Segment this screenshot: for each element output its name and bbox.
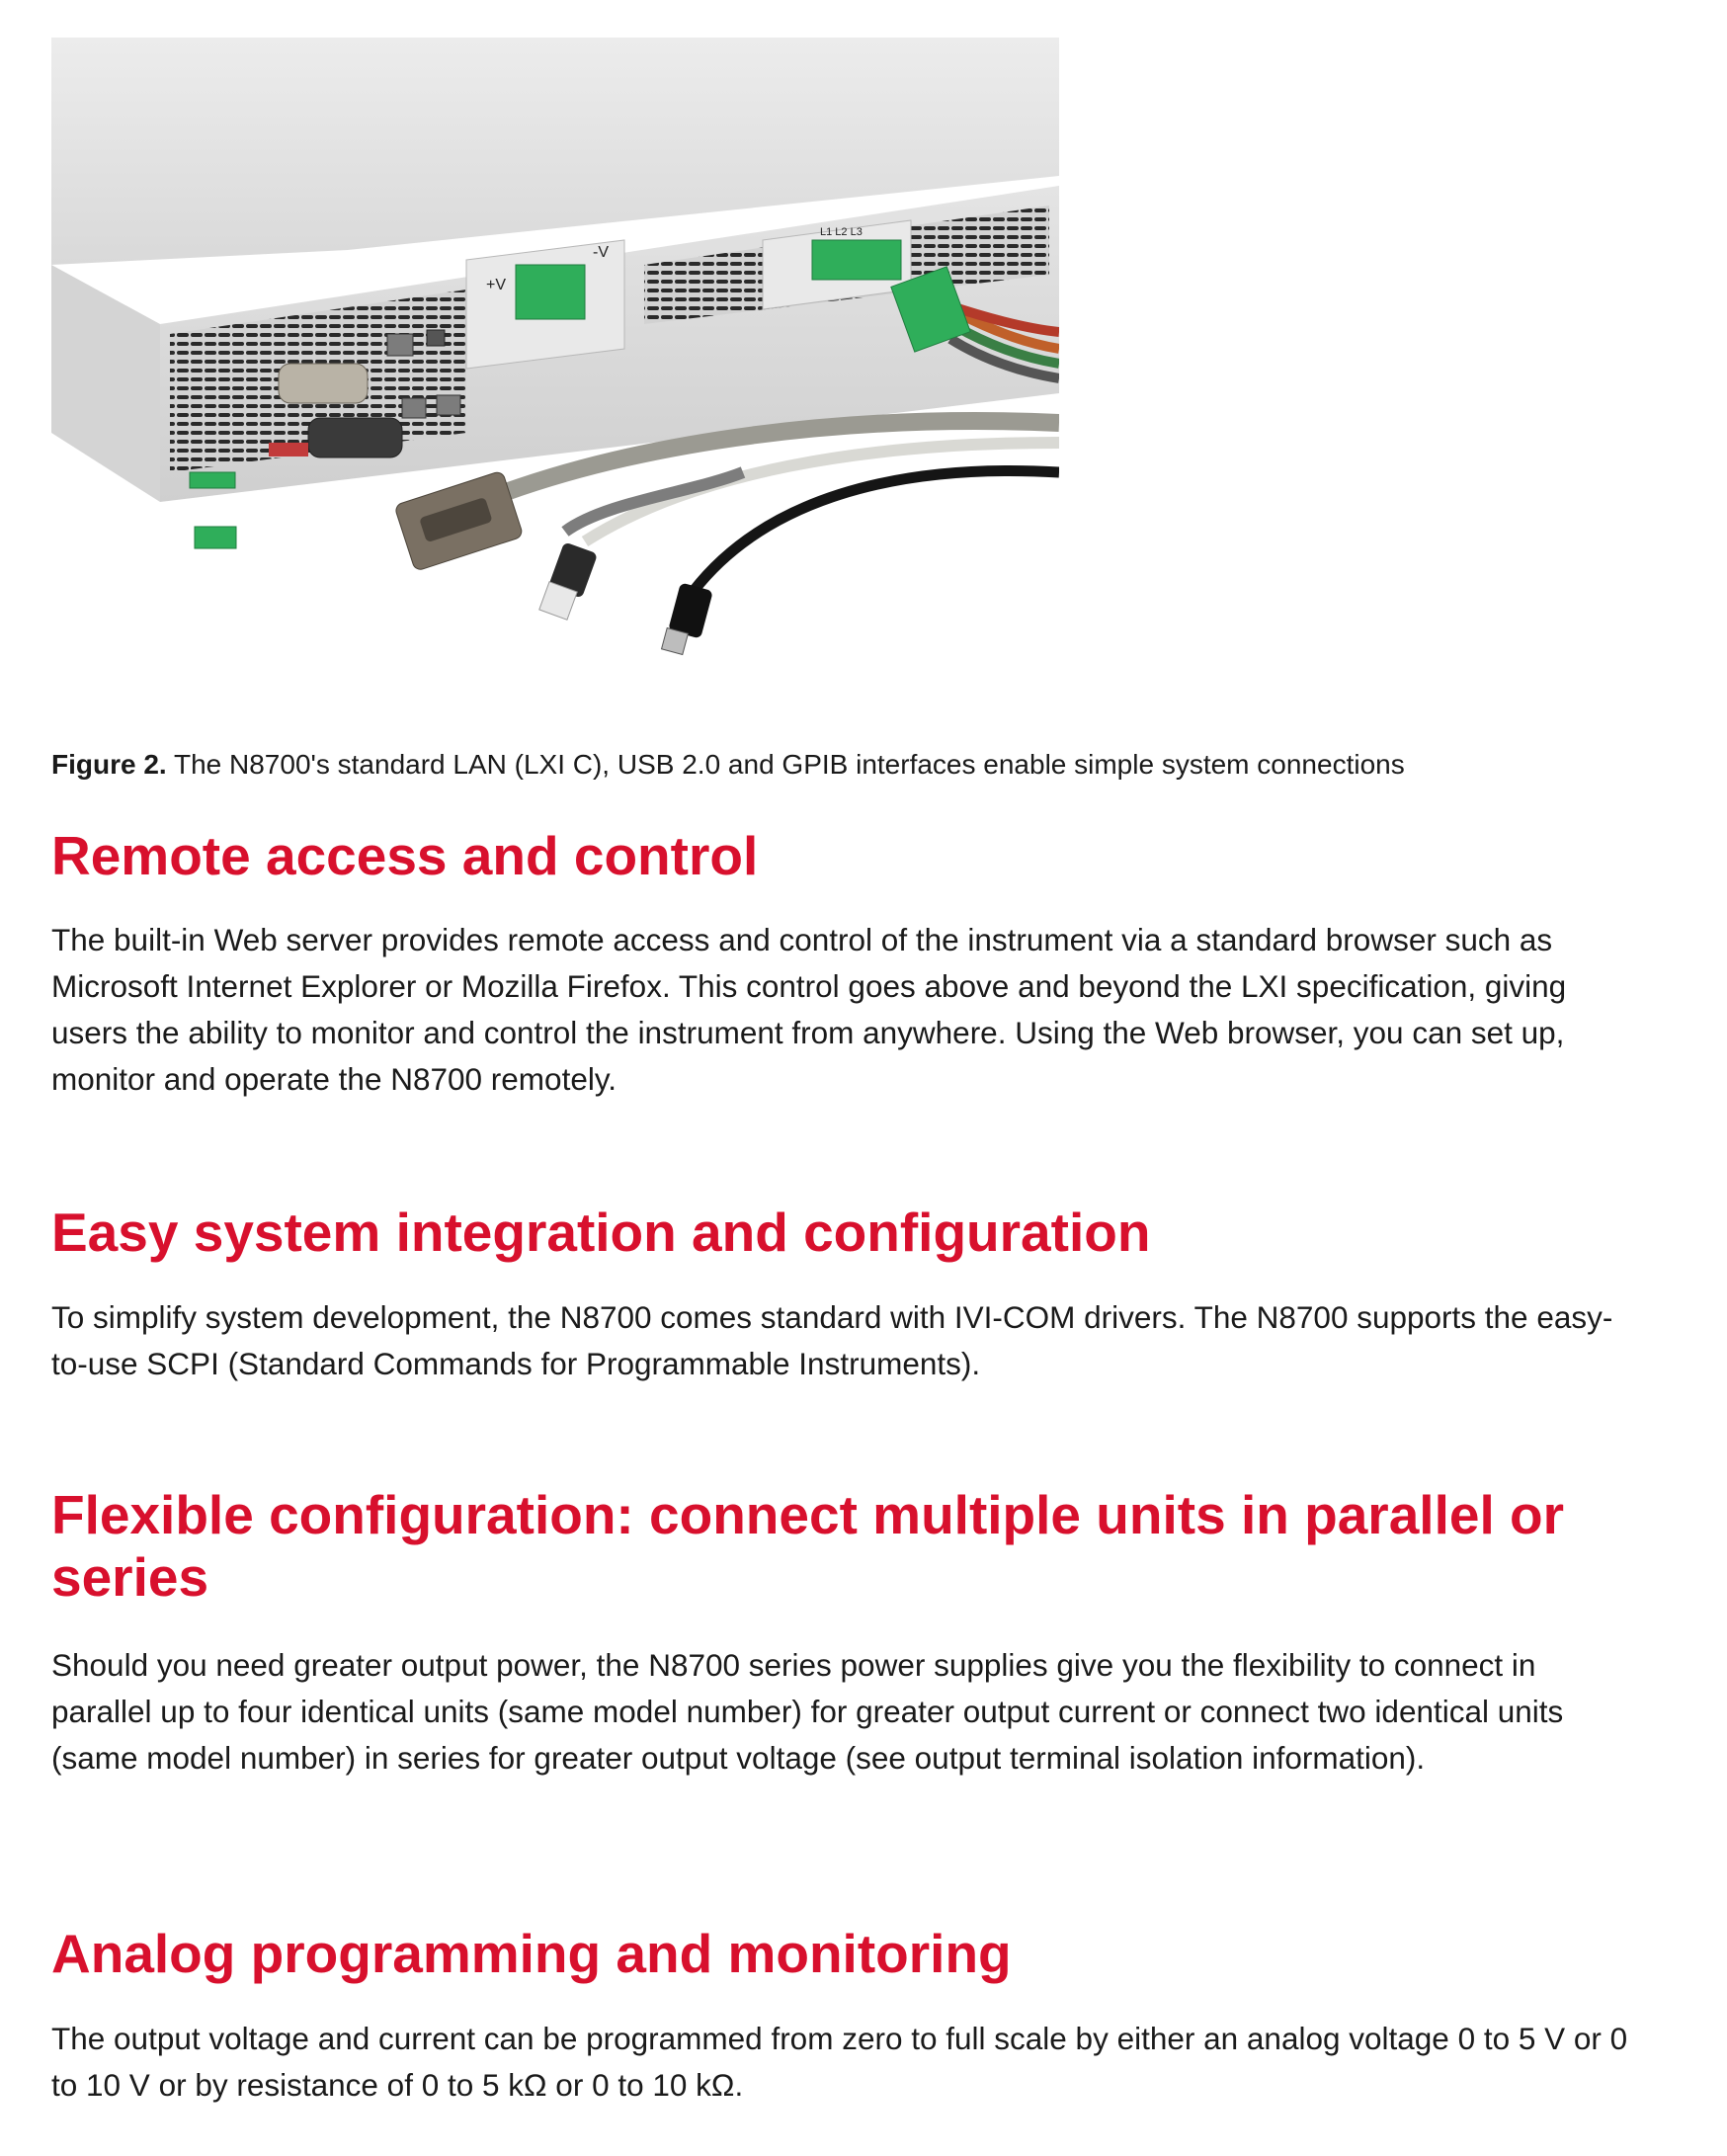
analog-db25-port xyxy=(307,417,403,458)
minus-v-label: -V xyxy=(593,244,609,261)
section-body-analog-programming: The output voltage and current can be pr… xyxy=(51,2021,1628,2103)
gpib-cable-connector xyxy=(395,471,523,570)
figure-caption-text: The N8700's standard LAN (LXI C), USB 2.… xyxy=(166,749,1405,780)
plus-v-label: +V xyxy=(486,277,506,293)
chassis-side xyxy=(51,265,160,502)
sense-connector xyxy=(189,471,236,489)
ac-plug-with-wires xyxy=(890,266,1059,383)
usb-port xyxy=(426,329,446,347)
dip-switch xyxy=(269,443,308,456)
section-heading-remote-access: Remote access and control xyxy=(51,825,759,886)
ac-terminals-label: L1 L2 L3 xyxy=(820,226,863,238)
section-body-system-integration: To simplify system development, the N870… xyxy=(51,1299,1613,1381)
figure-caption-label: Figure 2. xyxy=(51,749,167,780)
ac-input-connector xyxy=(811,239,902,281)
power-supply-rear-panel-illustration: +V -V L1 L2 L3 xyxy=(51,38,1059,656)
section-heading-analog-programming: Analog programming and monitoring xyxy=(51,1923,1012,1984)
lan-cable-plug xyxy=(538,542,597,621)
product-photo: +V -V L1 L2 L3 xyxy=(51,38,1059,709)
rj45-port-b xyxy=(436,394,461,416)
chassis-top xyxy=(51,38,1059,265)
section-heading-flexible-configuration: Flexible configuration: connect multiple… xyxy=(51,1484,1565,1608)
dc-output-connector xyxy=(515,264,586,320)
section-body-flexible-configuration: Should you need greater output power, th… xyxy=(51,1647,1564,1776)
section-heading-system-integration: Easy system integration and configuratio… xyxy=(51,1202,1151,1263)
sense-plug xyxy=(194,526,237,549)
section-body-remote-access: The built-in Web server provides remote … xyxy=(51,922,1567,1097)
usb-cable-plug xyxy=(660,583,712,656)
rj45-port-a xyxy=(401,397,427,419)
gpib-port xyxy=(278,363,369,404)
figure-caption: Figure 2. The N8700's standard LAN (LXI … xyxy=(51,747,1405,783)
interface-cables xyxy=(502,412,1059,595)
lan-port xyxy=(386,333,414,357)
